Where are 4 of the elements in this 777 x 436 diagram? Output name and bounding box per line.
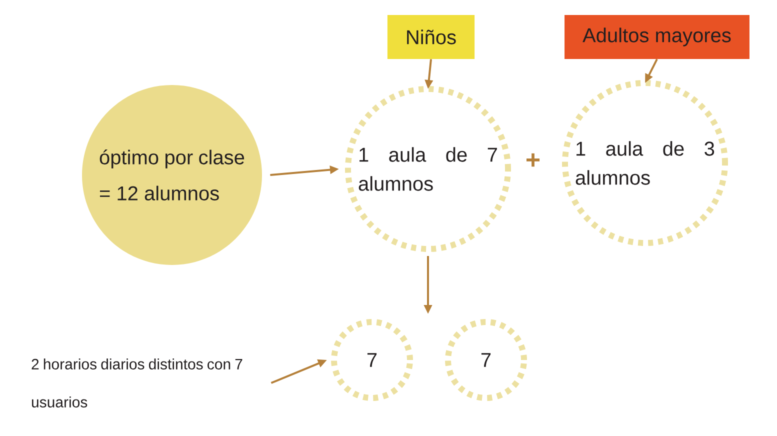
plus-sign: + — [526, 153, 540, 167]
label-box: Niños — [387, 15, 475, 59]
label-box: Adultos mayores — [564, 15, 750, 59]
description-text: 2 horarios diarios distintos con 7 usuarios — [32, 358, 242, 408]
